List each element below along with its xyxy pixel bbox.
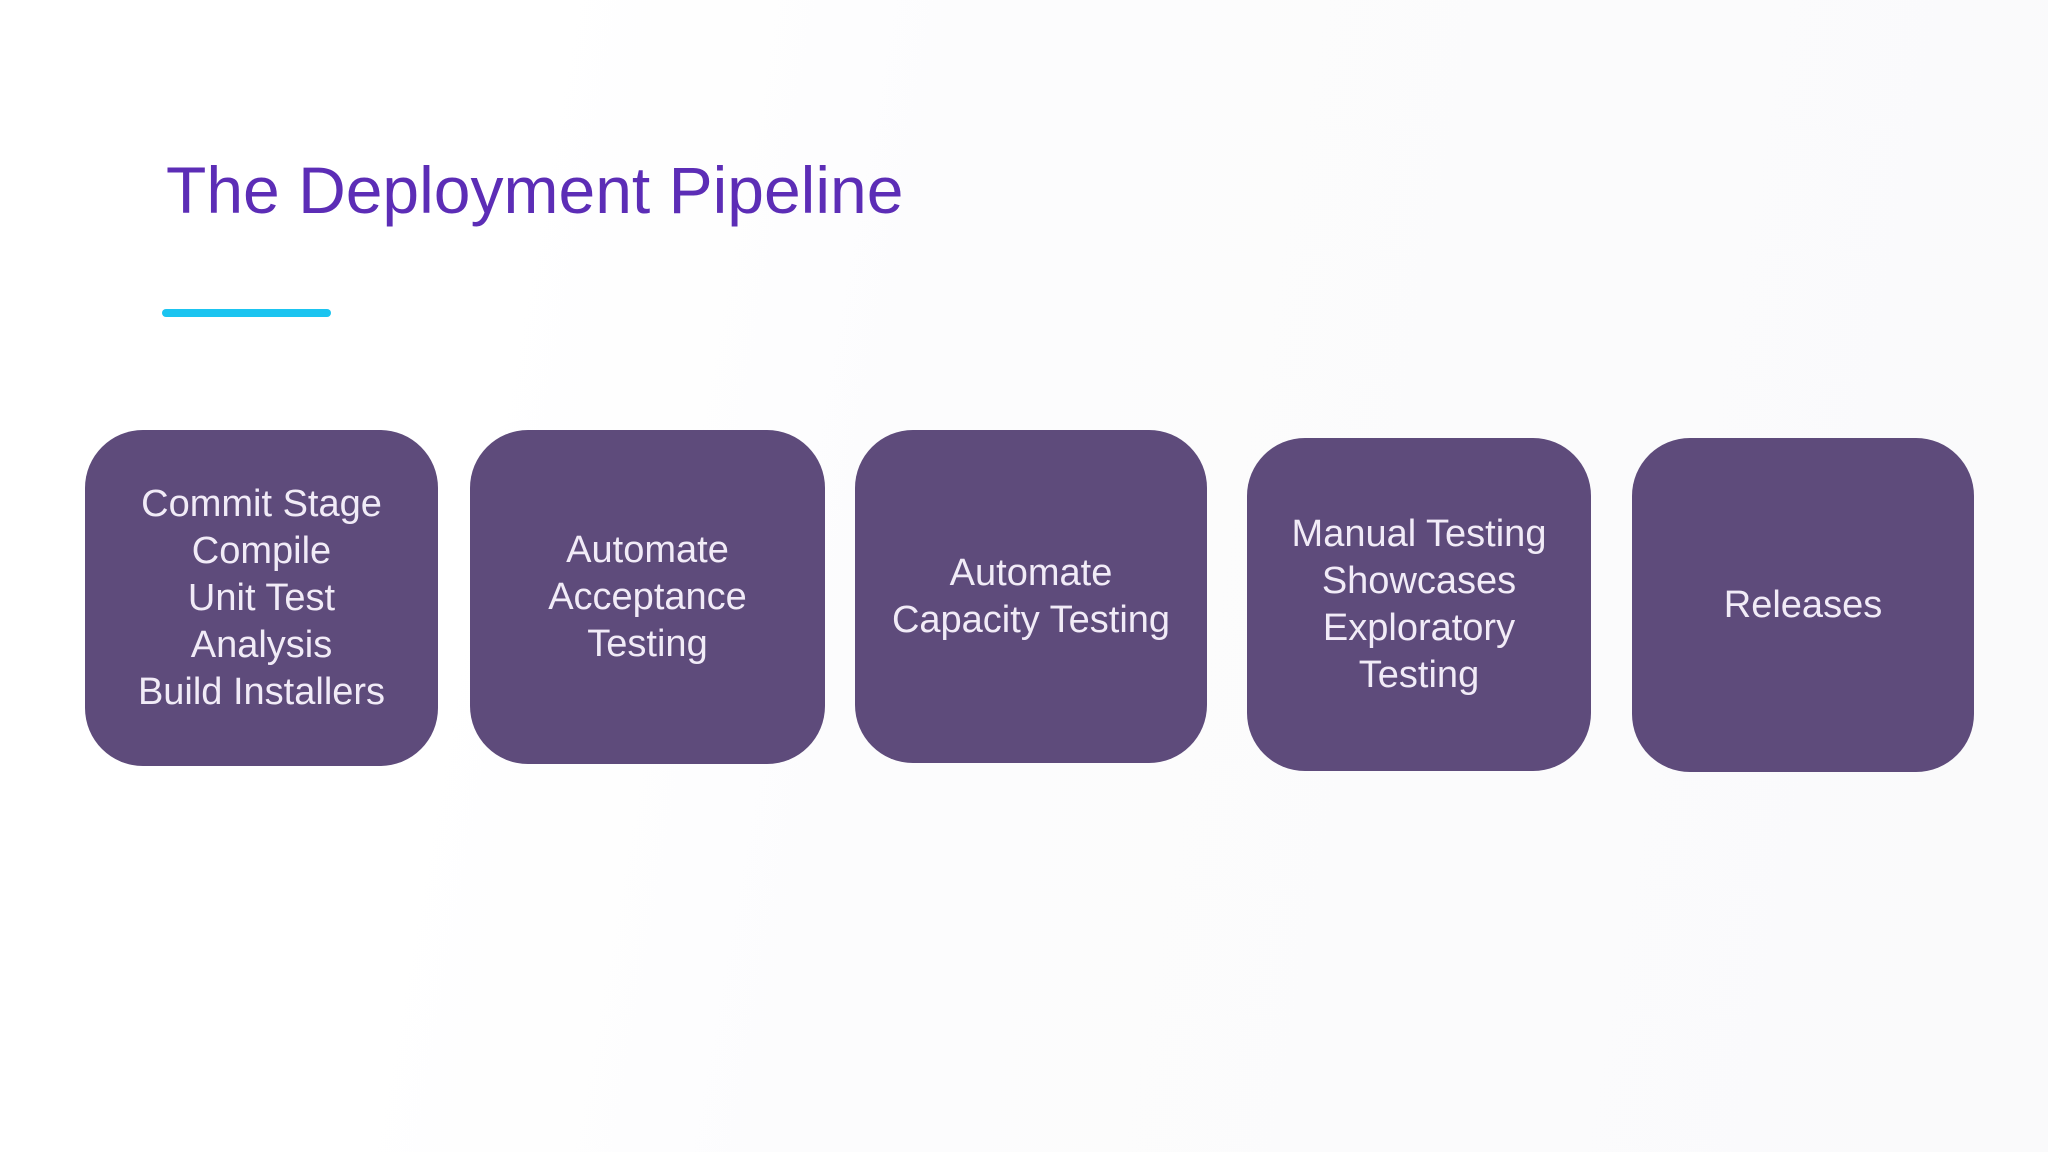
stage-box-automate-acceptance-testing: Automate Acceptance Testing [470,430,825,764]
stage-text-line: Showcases [1321,559,1517,602]
title-accent-underline [162,309,331,317]
stage-text-line: Automate [949,551,1113,594]
stage-text-line: Manual Testing [1291,512,1547,555]
stage-text-line: Exploratory [1322,606,1516,649]
stage-box-manual-testing: Manual Testing Showcases Exploratory Tes… [1247,438,1591,771]
stage-text-line: Analysis [190,623,333,666]
stage-text-line: Build Installers [137,670,386,713]
stage-text-line: Capacity Testing [891,598,1171,641]
stage-box-commit-stage: Commit Stage Compile Unit Test Analysis … [85,430,438,766]
stage-text-line: Acceptance [548,575,747,618]
stage-text-line: Automate [566,528,729,571]
stage-text-line: Testing [587,622,708,665]
stage-box-releases: Releases [1632,438,1974,772]
stage-text-line: Compile [191,529,332,572]
stage-text-line: Commit Stage [141,482,382,525]
stage-text-line: Unit Test [187,576,336,619]
stage-text-line: Releases [1723,583,1883,626]
stage-box-automate-capacity-testing: Automate Capacity Testing [855,430,1207,763]
stage-text-line: Testing [1358,653,1480,696]
slide-title: The Deployment Pipeline [166,153,904,227]
